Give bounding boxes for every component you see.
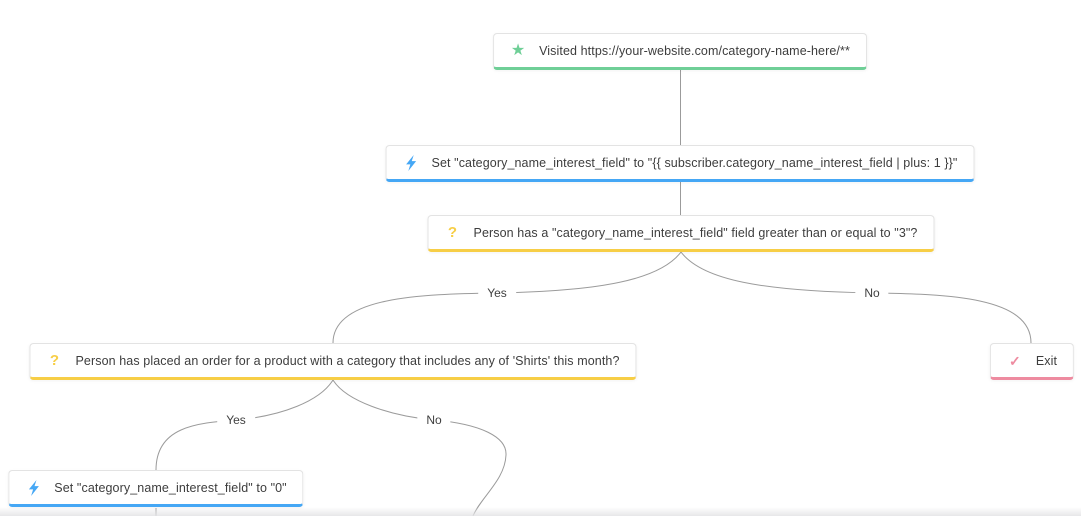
node-condition-interest-label: Person has a "category_name_interest_fie… — [473, 225, 918, 240]
lightning-icon — [403, 154, 419, 171]
node-set-zero-action[interactable]: Set "category_name_interest_field" to "0… — [8, 470, 304, 507]
node-set-increment-label: Set "category_name_interest_field" to "{… — [431, 155, 958, 170]
connector-condition2-no — [332, 379, 507, 516]
question-icon: ? — [447, 224, 458, 241]
branch-label-no-2: No — [417, 412, 451, 428]
node-set-increment-action[interactable]: Set "category_name_interest_field" to "{… — [385, 145, 975, 182]
node-condition-order[interactable]: ? Person has placed an order for a produ… — [29, 343, 637, 380]
branch-label-yes-2: Yes — [217, 412, 255, 428]
node-exit[interactable]: ✓ Exit — [989, 343, 1075, 380]
node-visited-label: Visited https://your-website.com/categor… — [539, 43, 850, 58]
question-icon: ? — [49, 352, 60, 369]
star-icon: ★ — [510, 41, 526, 59]
lightning-icon — [25, 479, 41, 496]
node-exit-label: Exit — [1035, 353, 1058, 368]
node-visited-trigger[interactable]: ★ Visited https://your-website.com/categ… — [493, 33, 867, 70]
node-set-zero-label: Set "category_name_interest_field" to "0… — [54, 480, 287, 495]
check-icon: ✓ — [1009, 352, 1021, 369]
node-condition-order-label: Person has placed an order for a product… — [75, 353, 620, 368]
branch-label-no-1: No — [855, 285, 889, 301]
node-condition-interest[interactable]: ? Person has a "category_name_interest_f… — [427, 215, 935, 252]
branch-label-yes-1: Yes — [478, 285, 516, 301]
